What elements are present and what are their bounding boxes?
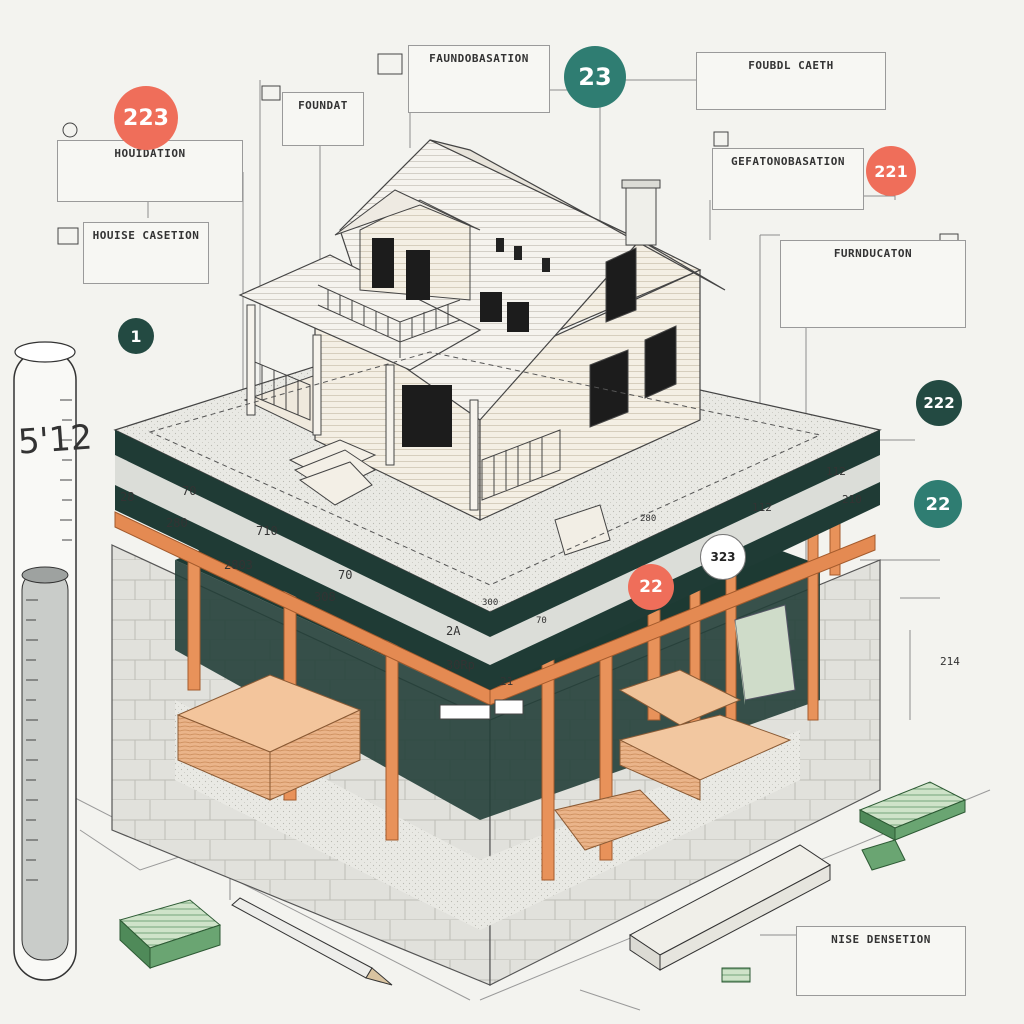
measure-label: 28 bbox=[120, 490, 135, 504]
badge-23: 23 bbox=[564, 46, 626, 108]
gauge-reading: 5'12 bbox=[16, 417, 94, 463]
measure-label: 280 bbox=[166, 516, 188, 530]
measure-label: 2803 bbox=[224, 558, 253, 572]
slab-edge-light-right bbox=[490, 455, 880, 665]
callout-house-casetion: HOUISE CASETION bbox=[83, 222, 209, 284]
callout-foundat: FOUNDAT bbox=[282, 92, 364, 146]
measure-label: 280 bbox=[640, 514, 657, 524]
measure-label: 70 bbox=[182, 484, 197, 498]
callout-title: HOUIDATION bbox=[114, 147, 186, 160]
callout-foubdl-caeth: FOUBDL CAETH bbox=[696, 52, 886, 110]
measure-label: 2A bbox=[446, 624, 461, 638]
slab-tabs bbox=[439, 699, 524, 720]
measure-label: 308 bbox=[314, 590, 336, 604]
timber-boards bbox=[629, 844, 831, 971]
lumber-stack-right bbox=[734, 604, 796, 705]
gravel-bed bbox=[175, 700, 800, 930]
measuring-tube bbox=[13, 341, 77, 981]
measure-label: 30Rp bbox=[446, 658, 475, 672]
badge-323: 323 bbox=[700, 534, 746, 580]
slab-edge-light-left bbox=[115, 455, 490, 665]
callout-title: FAUNDOBASATION bbox=[429, 52, 529, 65]
measure-label: 112 bbox=[826, 465, 846, 478]
callout-title: NISE DENSETION bbox=[831, 933, 931, 946]
cash-bundle-right bbox=[858, 781, 967, 871]
measure-label: 710 bbox=[256, 524, 278, 538]
callout-furnducaton: FURNDUCATON bbox=[780, 240, 966, 328]
cash-bundle-left bbox=[119, 899, 222, 970]
measure-label: 70 bbox=[536, 616, 547, 626]
small-bill bbox=[721, 967, 751, 983]
measure-label: 300 bbox=[482, 598, 499, 608]
badge-22-right: 22 bbox=[914, 480, 962, 528]
callout-title: HOUISE CASETION bbox=[92, 229, 200, 242]
callout-nise-densetion: NISE DENSETION bbox=[796, 926, 966, 996]
callout-title: GEFATONOBASATION bbox=[731, 155, 845, 168]
measure-label: 112 bbox=[752, 501, 772, 514]
measure-label: 21 bbox=[500, 675, 514, 688]
lumber-stack-center bbox=[554, 669, 792, 851]
badge-223: 223 bbox=[114, 86, 178, 150]
badge-222: 222 bbox=[916, 380, 962, 426]
callout-gefatonobasation: GEFATONOBASATION bbox=[712, 148, 864, 210]
sill-beam-right bbox=[489, 534, 876, 706]
lumber-stack-left bbox=[176, 674, 362, 801]
badge-1: 1 bbox=[118, 318, 154, 354]
callout-title: FURNDUCATON bbox=[833, 247, 913, 260]
pencil bbox=[231, 897, 393, 986]
house bbox=[238, 139, 726, 556]
support-posts bbox=[187, 514, 841, 881]
measure-label: 70 bbox=[338, 568, 353, 582]
measure-label: 210 bbox=[842, 493, 862, 506]
callout-title: FOUBDL CAETH bbox=[748, 59, 834, 72]
badge-22-center: 22 bbox=[628, 564, 674, 610]
badge-221: 221 bbox=[866, 146, 916, 196]
measure-label: 214 bbox=[940, 655, 960, 668]
callout-foundation-top: FAUNDOBASATION bbox=[408, 45, 550, 113]
callout-title: FOUNDAT bbox=[298, 99, 348, 112]
callout-icons bbox=[57, 53, 959, 249]
